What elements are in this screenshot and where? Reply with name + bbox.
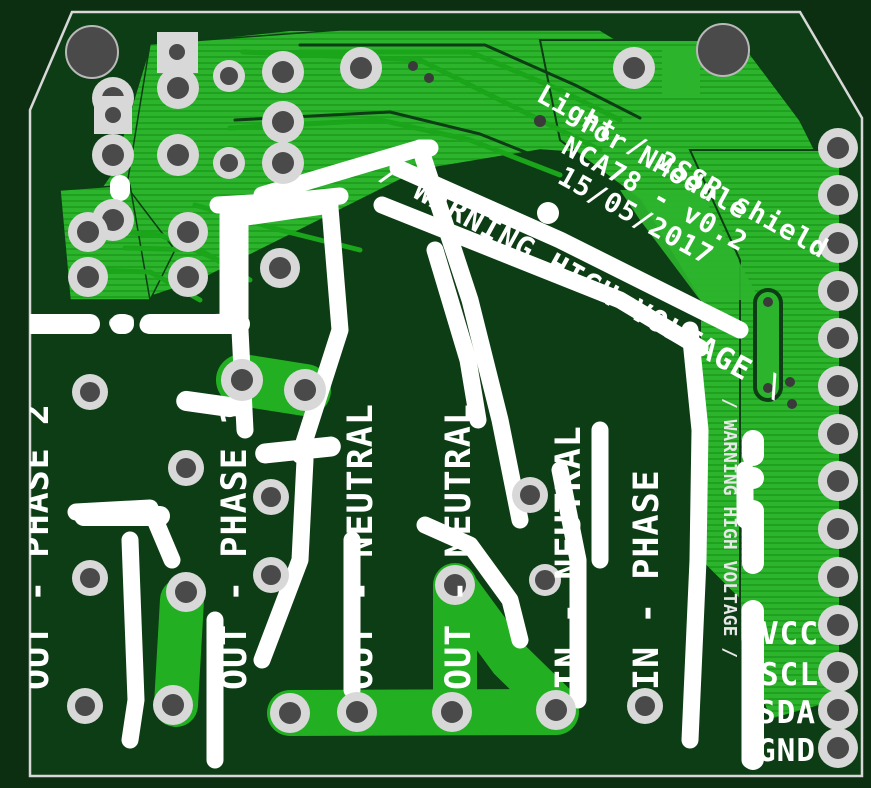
pad[interactable] (168, 212, 208, 252)
right-header-pad[interactable] (818, 318, 858, 358)
mounting-hole (65, 25, 119, 79)
silkscreen-terminal-outlines (67, 139, 759, 769)
pad[interactable] (337, 692, 377, 732)
pad[interactable] (432, 692, 472, 732)
pad[interactable] (157, 67, 199, 109)
slot-trace (753, 288, 797, 409)
pad[interactable] (284, 369, 326, 411)
pad[interactable] (168, 450, 204, 486)
pad[interactable] (92, 134, 134, 176)
right-header-pad[interactable] (818, 175, 858, 215)
terminal-label-out-phase-2: OUT - PHASE 2 (17, 403, 57, 690)
pad[interactable] (529, 564, 561, 596)
pad[interactable] (68, 212, 108, 252)
pin-label-sda: SDA (757, 695, 816, 731)
terminal-label-in-phase: IN - PHASE (627, 469, 667, 690)
via (408, 61, 418, 71)
pad[interactable] (260, 248, 300, 288)
square-pad[interactable] (157, 32, 198, 73)
terminal-label-out-phase-1: OUT - PHASE 1 (215, 403, 255, 690)
pin-label-vcc: VCC (760, 616, 819, 652)
pad[interactable] (435, 565, 475, 605)
pad[interactable] (613, 47, 655, 89)
right-header-pad[interactable] (818, 128, 858, 168)
pad[interactable] (68, 257, 108, 297)
warning-vertical-text: / WARNING HIGH VOLTAGE / (719, 398, 740, 658)
pin-label-scl: SCL (760, 657, 819, 693)
right-header-pad[interactable] (818, 223, 858, 263)
pad[interactable] (221, 359, 263, 401)
pad[interactable] (153, 685, 193, 725)
via (424, 73, 434, 83)
terminal-label-out-neutral-1: OUT - NEUTRAL (341, 403, 381, 690)
right-header-pad[interactable] (818, 557, 858, 597)
pad[interactable] (340, 47, 382, 89)
pad[interactable] (72, 374, 108, 410)
copper-pad-islands (620, 46, 760, 300)
pad[interactable] (67, 688, 103, 724)
right-header-pad[interactable] (818, 414, 858, 454)
terminal-label-out-neutral-2: OUT - NEUTRAL (439, 403, 479, 690)
silkscreen-marks (30, 175, 764, 770)
pin-label-gnd: GND (757, 733, 816, 769)
right-header-pad[interactable] (818, 366, 858, 406)
right-header-pad[interactable] (818, 271, 858, 311)
pad[interactable] (253, 479, 289, 515)
right-header-pad-scl[interactable] (818, 652, 858, 692)
pad[interactable] (253, 557, 289, 593)
copper-trace-gaps (233, 43, 642, 174)
right-header-pad[interactable] (818, 461, 858, 501)
pad[interactable] (213, 147, 245, 179)
pad[interactable] (213, 60, 245, 92)
right-header-pad-sda[interactable] (818, 690, 858, 730)
right-header-pad[interactable] (818, 509, 858, 549)
square-pad[interactable] (94, 96, 132, 134)
pad[interactable] (168, 257, 208, 297)
pad[interactable] (270, 693, 310, 733)
terminal-label-in-neutral: IN - NEUTRAL (549, 425, 589, 690)
pad[interactable] (536, 690, 576, 730)
pads-group (65, 23, 858, 768)
pad[interactable] (262, 142, 304, 184)
via (534, 115, 546, 127)
pad[interactable] (627, 688, 663, 724)
pad[interactable] (72, 560, 108, 596)
pad[interactable] (262, 51, 304, 93)
pad[interactable] (512, 477, 548, 513)
mounting-hole (696, 23, 750, 77)
pad[interactable] (166, 572, 206, 612)
right-header-pad-gnd[interactable] (818, 728, 858, 768)
pad[interactable] (157, 134, 199, 176)
right-header-pad-vcc[interactable] (818, 605, 858, 645)
pad[interactable] (262, 101, 304, 143)
